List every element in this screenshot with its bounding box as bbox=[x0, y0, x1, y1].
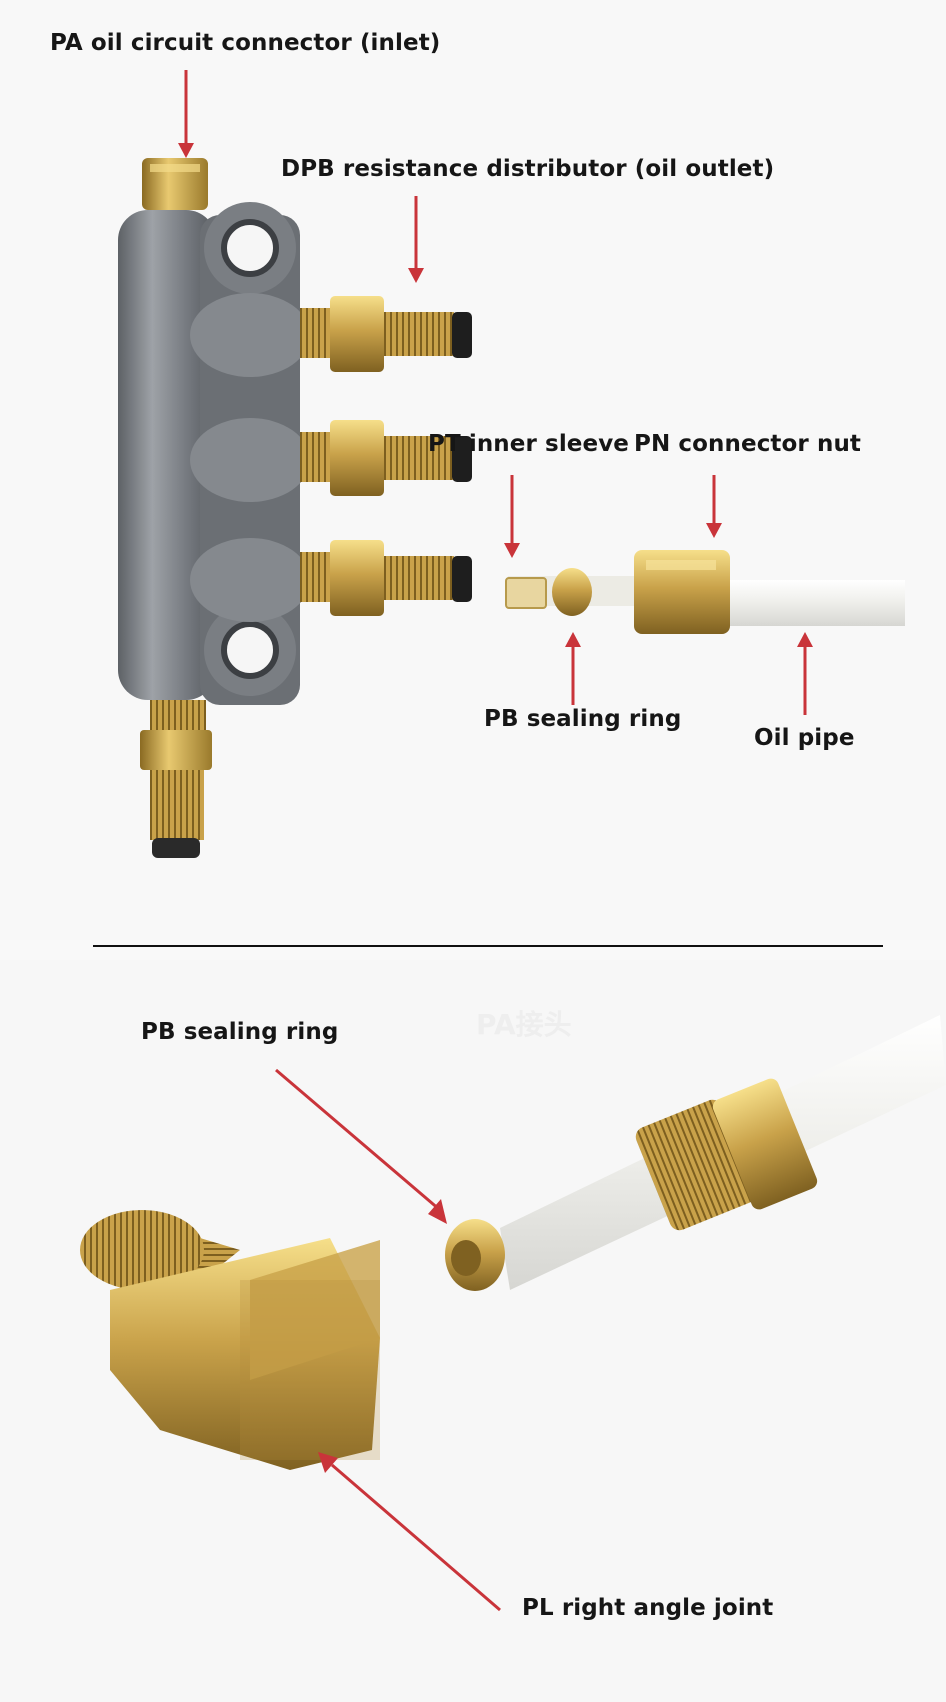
label-pt-sleeve: PT inner sleeve bbox=[428, 431, 629, 457]
pipe-assembly bbox=[505, 550, 905, 634]
label-pb-ring-bottom: PB sealing ring bbox=[141, 1019, 339, 1045]
label-pl-joint: PL right angle joint bbox=[522, 1595, 774, 1621]
watermark: PA接头 bbox=[476, 1008, 572, 1041]
elbow-joint bbox=[80, 1210, 380, 1470]
top-arrows bbox=[178, 70, 813, 715]
bottom-arrows bbox=[275, 1068, 501, 1612]
pipe-and-nut bbox=[445, 1015, 946, 1291]
label-dpb-distributor: DPB resistance distributor (oil outlet) bbox=[281, 156, 775, 182]
label-pa-inlet: PA oil circuit connector (inlet) bbox=[50, 30, 441, 56]
section-divider bbox=[93, 945, 883, 947]
label-pn-nut: PN connector nut bbox=[634, 431, 862, 457]
outlet-fittings bbox=[300, 296, 472, 616]
distributor-body bbox=[118, 158, 310, 858]
label-pb-ring: PB sealing ring bbox=[484, 706, 682, 732]
label-oil-pipe: Oil pipe bbox=[754, 725, 855, 751]
